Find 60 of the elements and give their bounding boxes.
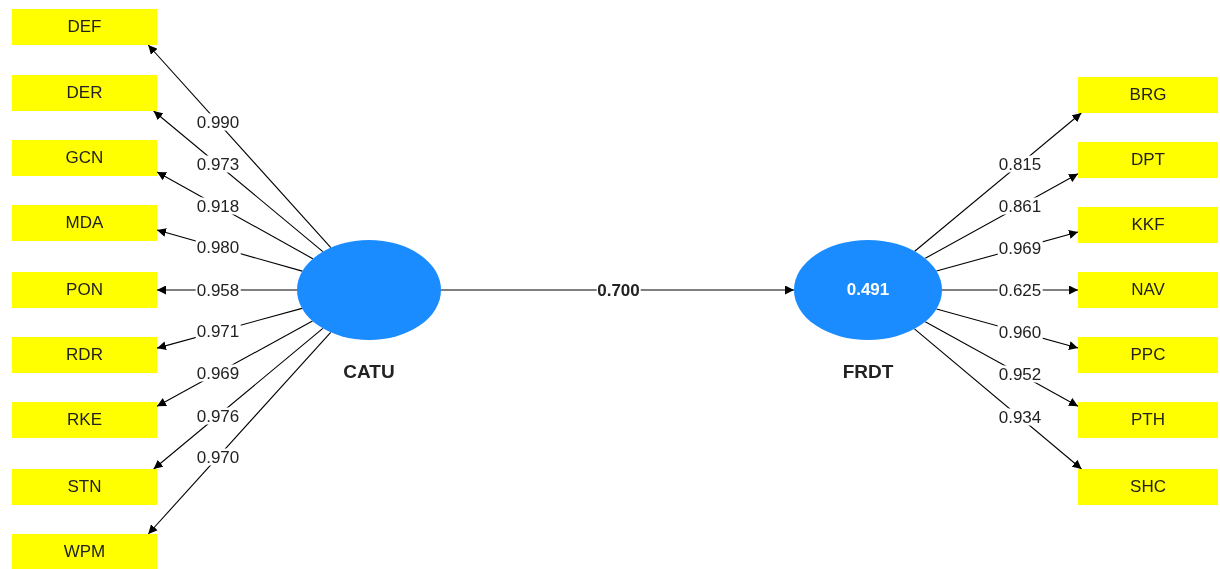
edge-label: 0.980 — [195, 238, 241, 256]
indicator-name: PPC — [1130, 344, 1166, 367]
edge-label: 0.973 — [195, 156, 241, 173]
arrow — [914, 112, 1082, 252]
arrow — [440, 285, 795, 295]
arrow — [147, 44, 332, 249]
indicator-box — [12, 205, 157, 241]
edge-label: 0.861 — [997, 197, 1043, 215]
edge-label: 0.815 — [997, 155, 1043, 173]
indicator-box — [1078, 469, 1218, 505]
indicator-name: WPM — [63, 541, 106, 564]
r-squared-value: 0.491 — [846, 279, 890, 302]
construct-name: CATU — [343, 362, 395, 381]
edge-label: 0.971 — [195, 322, 241, 340]
edge-label: 0.958 — [195, 281, 241, 299]
edge-label: 0.969 — [997, 239, 1043, 257]
arrow — [153, 327, 324, 470]
indicator-box — [12, 140, 157, 176]
indicator-box — [1078, 77, 1218, 113]
indicator-box — [12, 9, 157, 45]
indicator-name: DEF — [67, 16, 102, 39]
indicator-name: PON — [66, 279, 103, 302]
arrow — [913, 328, 1083, 470]
edge-label: 0.969 — [195, 364, 241, 382]
edge-label: 0.625 — [997, 281, 1043, 299]
indicator-box — [1078, 207, 1218, 243]
indicator-name: DER — [66, 82, 103, 105]
indicator-box — [1078, 272, 1218, 308]
indicator-box — [1078, 402, 1218, 438]
edge-label: 0.700 — [596, 281, 641, 299]
indicator-box — [1078, 337, 1218, 373]
indicator-name: GCN — [65, 147, 104, 170]
edge-label: 0.918 — [195, 197, 241, 215]
edge-label: 0.976 — [195, 407, 241, 424]
indicator-name: NAV — [1131, 279, 1165, 302]
indicator-name: PTH — [1131, 409, 1165, 432]
edge-label: 0.934 — [997, 408, 1043, 426]
edge-label: 0.970 — [195, 448, 241, 466]
arrow — [147, 331, 332, 535]
indicator-box — [1078, 142, 1218, 178]
indicator-box — [12, 534, 157, 569]
indicator-box — [12, 469, 157, 505]
indicator-box — [12, 272, 157, 308]
latent-variable-circle — [297, 240, 441, 340]
indicator-name: BRG — [1129, 84, 1167, 107]
indicator-box — [12, 402, 157, 438]
edge-label: 0.952 — [997, 365, 1043, 383]
indicator-name: KKF — [1131, 214, 1165, 237]
edge-label: 0.990 — [195, 113, 241, 131]
indicator-name: DPT — [1131, 149, 1165, 172]
indicator-box — [12, 337, 157, 373]
edge-label: 0.960 — [997, 323, 1043, 341]
indicator-name: STN — [67, 476, 102, 499]
indicator-box — [12, 75, 157, 111]
construct-name: FRDT — [842, 362, 894, 381]
indicator-name: SHC — [1130, 476, 1166, 499]
indicator-name: RKE — [67, 409, 102, 432]
indicator-name: MDA — [65, 212, 104, 235]
indicator-name: RDR — [66, 344, 103, 367]
arrow — [153, 110, 324, 253]
